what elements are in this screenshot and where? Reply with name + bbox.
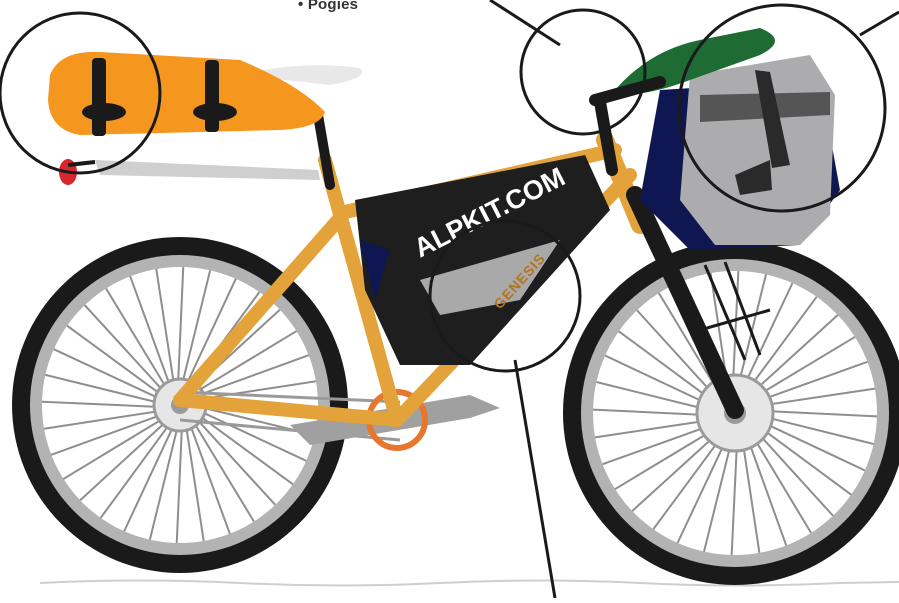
- callout-line-frame-bag: [515, 360, 555, 598]
- seat-post: [318, 115, 330, 185]
- callout-circle-pogies: [521, 10, 645, 134]
- callout-line-pogies: [490, 0, 560, 45]
- callout-line-handlebar-bag: [860, 12, 899, 35]
- saddle-rail: [95, 160, 320, 180]
- pogies-label: • Pogies: [298, 0, 358, 13]
